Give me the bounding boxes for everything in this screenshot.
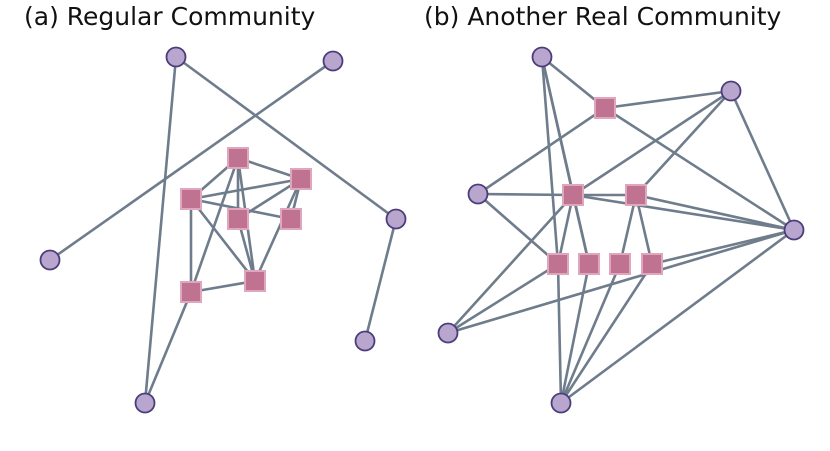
nodes-a [39,46,407,414]
edge [190,177,302,201]
edge [447,228,795,335]
outer-node [720,80,742,102]
community-node [547,253,569,275]
outer-node [39,249,61,271]
edges-b [447,55,796,405]
edge [49,59,334,262]
edge [447,194,574,334]
edge [363,218,398,342]
panel-a-graph [39,46,407,414]
edge [143,56,178,404]
community-node [562,184,584,206]
outer-node [437,322,459,344]
edge [634,194,654,265]
edge [651,228,795,266]
outer-node [354,330,376,352]
edge [253,178,303,282]
panel-a-title: (a) Regular Community [24,2,316,31]
edge [604,89,732,110]
edge [729,90,796,231]
edge [477,192,574,197]
edge [556,263,563,404]
community-node [625,184,647,206]
community-node [594,97,616,119]
edge [635,193,795,232]
outer-node [531,46,553,68]
edge [189,198,257,282]
edge [477,106,606,196]
community-node [227,208,249,230]
outer-node [134,392,156,414]
edge [572,89,732,197]
panel-b-title: (b) Another Real Community [424,2,782,31]
community-node [227,147,249,169]
edge [189,157,240,293]
edge [559,263,591,404]
panel-b-graph [437,46,805,414]
edge [559,263,654,404]
edge [447,262,559,335]
outer-node [165,46,187,68]
community-node [290,168,312,190]
edge [556,194,575,265]
edge [559,263,622,404]
outer-node [783,219,805,241]
edge [571,194,591,265]
edge [143,291,193,404]
outer-node [385,208,407,230]
community-node [578,253,600,275]
nodes-b [437,46,805,414]
edges-a [49,55,398,404]
outer-node [467,183,489,205]
edge [477,193,559,265]
edge [572,193,795,232]
community-node [609,253,631,275]
community-node [641,253,663,275]
edge [175,55,397,221]
edge [604,106,795,232]
community-node [280,208,302,230]
outer-node [322,50,344,72]
edge [618,194,638,265]
edge [560,228,795,405]
community-node [180,188,202,210]
community-node [180,281,202,303]
edge [635,90,732,196]
outer-node [550,392,572,414]
edge [540,56,560,265]
community-node [244,270,266,292]
